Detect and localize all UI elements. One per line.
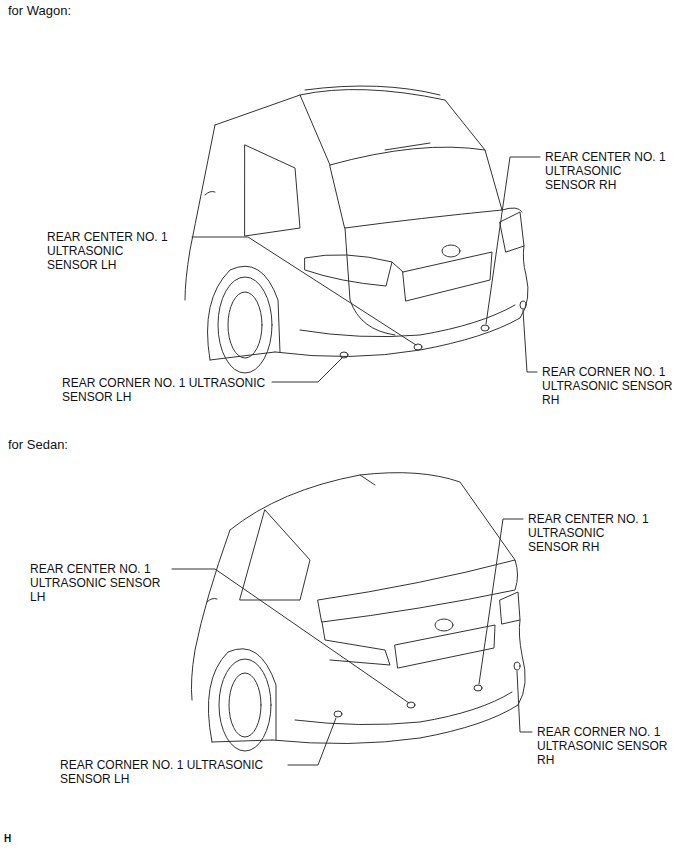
part-label: REAR CENTER NO. 1 ULTRASONIC SENSOR LH [30, 562, 170, 604]
part-label: REAR CORNER NO. 1 ULTRASONIC SENSOR RH [542, 365, 682, 407]
part-label: REAR CORNER NO. 1 ULTRASONIC SENSOR LH [60, 758, 275, 786]
section-heading: for Sedan: [8, 438, 68, 452]
part-label: REAR CORNER NO. 1 ULTRASONIC SENSOR LH [62, 376, 277, 404]
part-label: REAR CENTER NO. 1 ULTRASONIC SENSOR LH [47, 230, 175, 272]
section-heading: for Wagon: [8, 4, 71, 18]
figure-code: H [4, 832, 11, 846]
part-label: REAR CENTER NO. 1 ULTRASONIC SENSOR RH [528, 512, 656, 554]
part-label: REAR CORNER NO. 1 ULTRASONIC SENSOR RH [537, 725, 677, 767]
part-label: REAR CENTER NO. 1 ULTRASONIC SENSOR RH [545, 150, 673, 192]
